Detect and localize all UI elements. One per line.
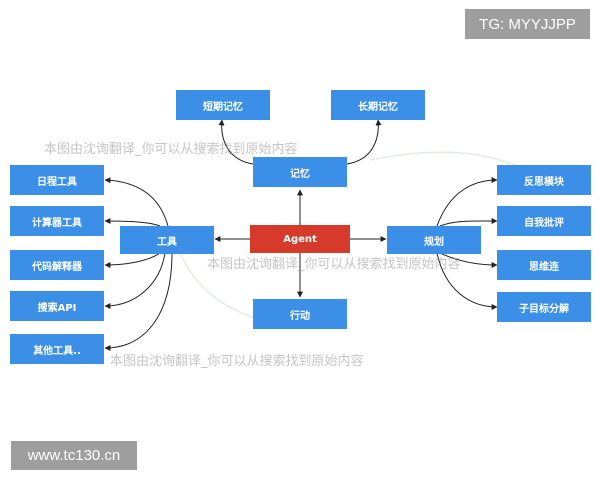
- node-tools: 工具: [120, 226, 214, 254]
- node-action: 行动: [253, 299, 347, 329]
- edge-tools-item-0: [104, 177, 169, 227]
- edge-tools-item-1: [104, 218, 161, 227]
- badge-top-right: TG: MYYJJPP: [465, 9, 590, 39]
- node-tool-item: 计算器工具: [10, 206, 104, 236]
- edge-plan-item-1: [439, 217, 498, 227]
- node-tool-item: 代码解释器: [10, 250, 104, 280]
- node-long-memory: 长期记忆: [331, 90, 425, 120]
- edge-tools-item-2: [104, 252, 161, 268]
- node-plan-item: 反思模块: [497, 165, 591, 195]
- node-tool-item: 搜索API: [10, 291, 104, 321]
- edge-plan-item-0: [436, 177, 498, 227]
- faint-curve-bottom: [179, 251, 256, 319]
- node-plan-item: 子目标分解: [497, 292, 591, 322]
- edge-tools-item-4: [104, 252, 173, 351]
- node-tool-item: 日程工具: [10, 165, 104, 195]
- node-plan-item: 思维连: [497, 250, 591, 280]
- edge-memory-short: [218, 119, 254, 165]
- badge-bottom-left: www.tc130.cn: [11, 441, 137, 470]
- node-tool-item: 其他工具..: [10, 334, 104, 364]
- edge-tools-item-3: [104, 252, 166, 309]
- node-plan-item: 自我批评: [497, 206, 591, 236]
- node-memory: 记忆: [253, 157, 347, 187]
- edge-memory-long: [346, 119, 382, 165]
- node-agent: Agent: [250, 225, 350, 253]
- edge-plan-item-3: [436, 252, 498, 310]
- node-short-memory: 短期记忆: [176, 90, 270, 120]
- node-plan: 规划: [387, 226, 481, 254]
- edge-plan-item-2: [439, 252, 498, 268]
